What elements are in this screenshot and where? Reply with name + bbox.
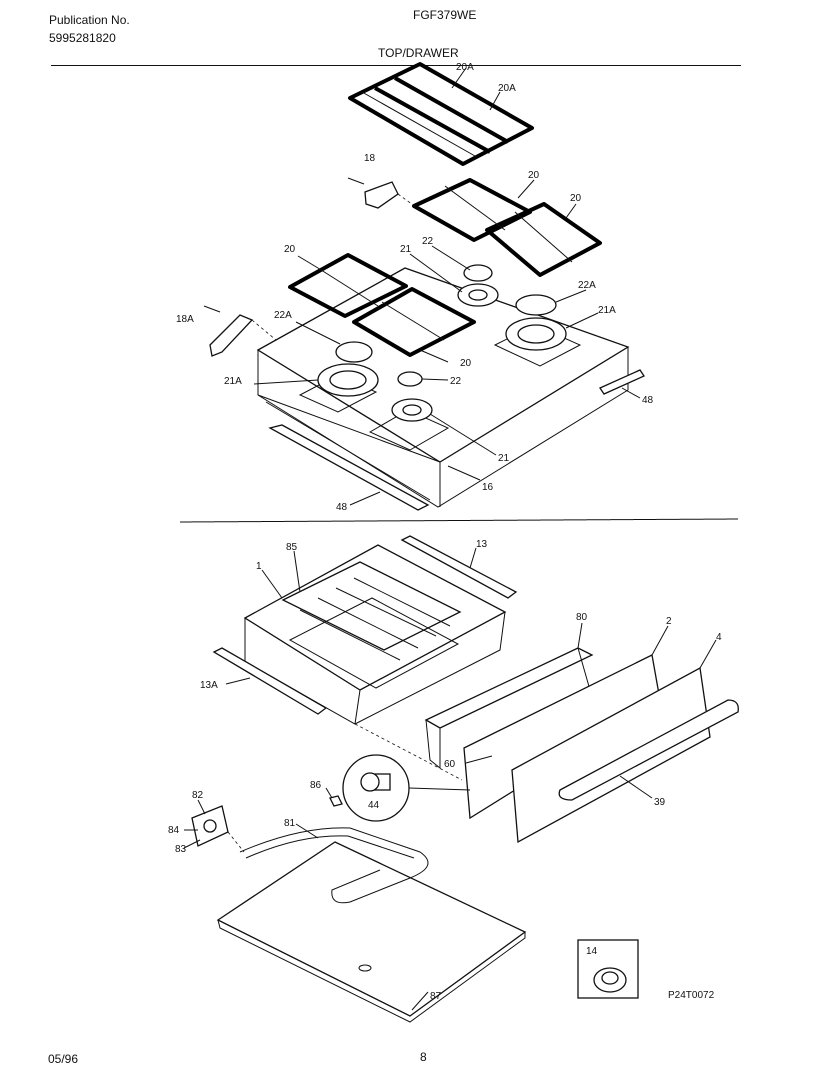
page-number: 8: [420, 1050, 427, 1064]
burner-grates: [288, 62, 602, 357]
grate-20a: [348, 62, 534, 166]
label-84: 84: [168, 825, 180, 836]
label-16: 16: [482, 482, 494, 493]
label-39: 39: [654, 797, 666, 808]
label-44: 44: [368, 800, 380, 811]
cooktop-panel: [256, 267, 630, 463]
leader-lines-drawer: [183, 547, 717, 1011]
burner-cap-22-front: [397, 371, 423, 387]
grate-20-front-left: [288, 253, 408, 318]
burner-cap-22a-rear: [515, 294, 557, 316]
label-22: 22: [422, 236, 434, 247]
header-rule: [51, 65, 741, 66]
cooktop-assembly: [256, 267, 645, 511]
label-22a: 22A: [578, 280, 596, 291]
publication-number: 5995281820: [49, 31, 116, 45]
drawer-handle-39: [558, 699, 739, 801]
label-82: 82: [192, 790, 204, 801]
burner-parts: [317, 264, 567, 422]
label-21: 21: [400, 244, 412, 255]
label-21a: 21A: [598, 305, 616, 316]
grate-20-rear-left: [412, 178, 532, 242]
label-20: 20: [460, 358, 472, 369]
drawer-bottom-87: [216, 841, 527, 1017]
broiler-rack: [281, 561, 462, 651]
side-trim-48: [599, 369, 645, 395]
drawer-slide-13: [400, 535, 518, 599]
section-title: TOP/DRAWER: [378, 46, 459, 60]
label-2: 2: [666, 616, 672, 627]
label-4: 4: [716, 632, 722, 643]
label-87: 87: [430, 991, 442, 1002]
burner-cap-22-rear: [463, 264, 493, 282]
label-80: 80: [576, 612, 588, 623]
front-trim-46: [268, 424, 430, 511]
grate-20-rear-right: [485, 202, 602, 277]
label-22: 22: [450, 376, 462, 387]
drawer-assembly: [212, 535, 739, 844]
bracket-18a: [209, 314, 254, 357]
publication-label: Publication No.: [49, 13, 130, 27]
label-21a: 21A: [224, 376, 242, 387]
label-86: 86: [310, 780, 322, 791]
label-18a: 18A: [176, 314, 194, 325]
footer-date: 05/96: [48, 1052, 79, 1066]
label-85: 85: [286, 542, 298, 553]
label-21: 21: [498, 453, 510, 464]
knob-detail-14: [577, 939, 639, 999]
section-divider: [179, 518, 739, 523]
leader-lines-top: [253, 67, 641, 506]
label-20: 20: [528, 170, 540, 181]
label-20: 20: [284, 244, 296, 255]
label-83: 83: [175, 844, 187, 855]
bracket-18: [364, 181, 399, 209]
label-60: 60: [444, 759, 456, 770]
broil-element-81: [239, 827, 429, 904]
drawer-slide-13a: [212, 647, 328, 715]
part-labels: 20A 20A 18 20 20 20 21 22 22A 21A 18A 22…: [168, 62, 722, 1002]
label-46: 48: [336, 502, 348, 513]
label-13a: 13A: [200, 680, 218, 691]
diagram-code: P24T0072: [668, 990, 715, 1001]
model-number: FGF379WE: [413, 8, 477, 22]
clip-86: [329, 795, 343, 807]
drawer-liner-80: [424, 647, 594, 729]
label-22a: 22A: [274, 310, 292, 321]
label-14: 14: [586, 946, 598, 957]
label-20: 20: [570, 193, 582, 204]
label-81: 81: [284, 818, 296, 829]
label-18: 18: [364, 153, 376, 164]
label-1: 1: [256, 561, 262, 572]
label-48: 48: [642, 395, 654, 406]
burner-cap-22a-front: [335, 341, 373, 363]
label-20a: 20A: [498, 83, 516, 94]
label-13: 13: [476, 539, 488, 550]
bottom-assembly: [191, 805, 527, 1023]
label-20a: 20A: [456, 62, 474, 73]
grate-20-front-right: [352, 287, 476, 357]
brackets: [203, 177, 421, 357]
